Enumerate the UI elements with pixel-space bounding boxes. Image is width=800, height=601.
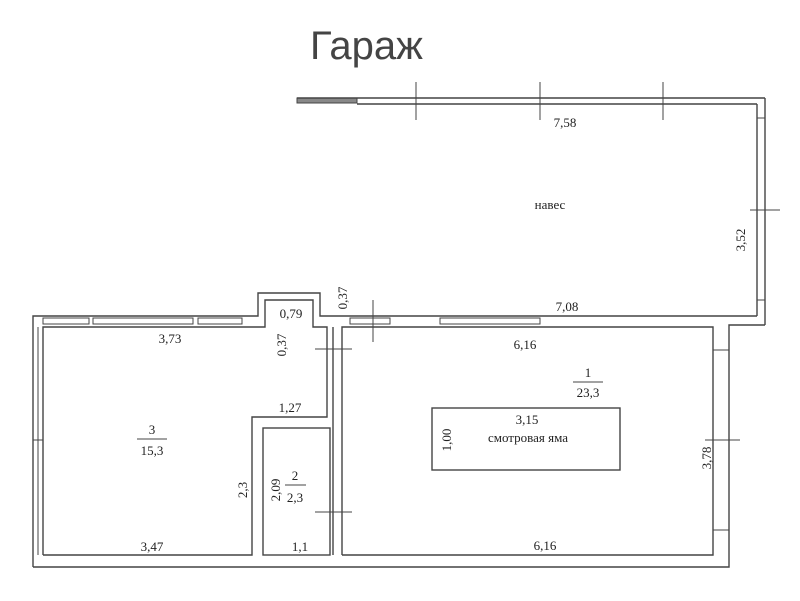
pit-label: смотровая яма	[488, 430, 568, 445]
room3-area: 15,3	[141, 443, 164, 458]
room1-bottom-length: 6,16	[534, 538, 557, 553]
room1-top-length: 6,16	[514, 337, 537, 352]
room2-walls	[262, 427, 331, 556]
pit-length: 3,15	[516, 412, 539, 427]
canopy-walls	[296, 82, 780, 325]
room2-height: 2,09	[268, 479, 283, 502]
room2-area: 2,3	[287, 490, 303, 505]
pit-width: 1,00	[439, 429, 454, 452]
canopy-bottom-length: 7,08	[556, 299, 579, 314]
canopy-side-length: 3,52	[733, 229, 748, 252]
room1-area: 23,3	[577, 385, 600, 400]
canopy-top-length: 7,58	[554, 115, 577, 130]
inspection-pit	[431, 407, 621, 471]
room3-number: 3	[149, 422, 156, 437]
room3-side-length: 2,3	[235, 482, 250, 498]
niche-depth-right: 0,37	[335, 286, 350, 309]
room1-side-length: 3,78	[699, 447, 714, 470]
plan-title: Гараж	[310, 24, 423, 68]
room3-step-length: 1,27	[279, 400, 302, 415]
canopy-label: навес	[535, 197, 566, 212]
room1-number: 1	[585, 365, 592, 380]
niche-width: 0,79	[280, 306, 303, 321]
niche-depth-left: 0,37	[274, 333, 289, 356]
room2-number: 2	[292, 468, 299, 483]
room3-bottom-length: 3,47	[141, 539, 164, 554]
room2-width: 1,1	[292, 539, 308, 554]
building-walls	[32, 292, 765, 568]
room3-top-length: 3,73	[159, 331, 182, 346]
